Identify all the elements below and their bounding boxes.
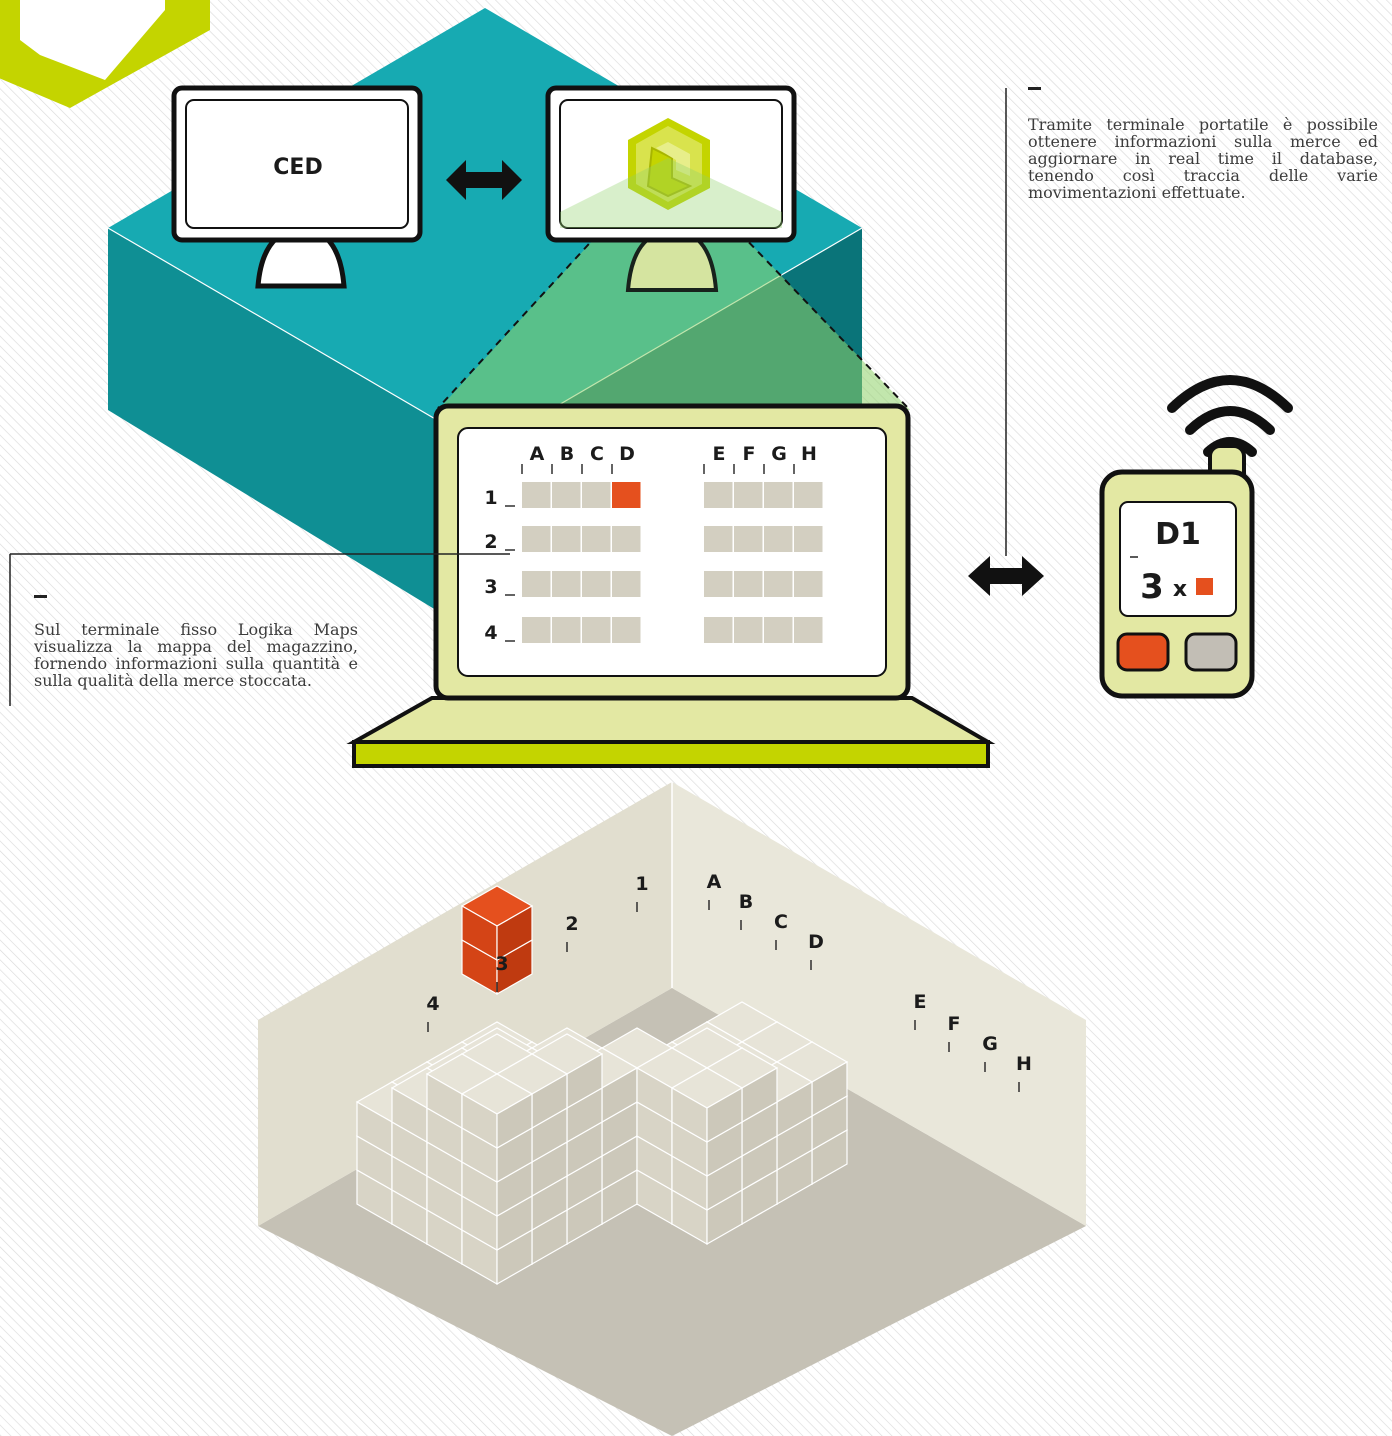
- handheld-quantity: 3: [1140, 567, 1164, 607]
- warehouse-row-label-1: 1: [635, 873, 648, 895]
- laptop-cell: [522, 526, 551, 552]
- hexagon-corner-icon: [0, 0, 210, 108]
- handheld-cancel-button[interactable]: [1184, 632, 1238, 672]
- handheld-confirm-button[interactable]: [1116, 632, 1170, 672]
- note-dash: [1028, 87, 1041, 90]
- laptop-col-label-G: G: [771, 443, 787, 465]
- terminal-double-arrow-icon: [968, 556, 1044, 596]
- laptop-cell: [734, 482, 763, 508]
- monitor-ced: CED: [171, 85, 423, 289]
- laptop-row-label-1: 1: [484, 487, 497, 509]
- laptop-col-label-H: H: [801, 443, 817, 465]
- laptop-cell: [704, 526, 733, 552]
- warehouse-col-label-G: G: [982, 1033, 998, 1055]
- laptop-row-label-4: 4: [484, 622, 497, 644]
- laptop-col-label-C: C: [590, 443, 604, 465]
- laptop-col-label-B: B: [560, 443, 574, 465]
- warehouse-col-label-A: A: [707, 871, 722, 893]
- laptop-cell: [764, 617, 793, 643]
- pallet: [496, 1092, 533, 1150]
- laptop-cell-selected: [612, 482, 641, 508]
- laptop-cell: [552, 526, 581, 552]
- laptop-cell: [764, 482, 793, 508]
- laptop-cell: [734, 571, 763, 597]
- laptop-cell: [582, 617, 611, 643]
- laptop-cell: [794, 526, 823, 552]
- laptop-cell: [612, 526, 641, 552]
- laptop-cell: [552, 571, 581, 597]
- leader-line-left: [9, 553, 510, 706]
- warehouse-col-label-F: F: [948, 1013, 961, 1035]
- laptop-cell: [794, 617, 823, 643]
- laptop-cell: [612, 617, 641, 643]
- laptop-col-label-A: A: [530, 443, 545, 465]
- monitor-ced-label: CED: [273, 155, 322, 180]
- laptop-cell: [764, 571, 793, 597]
- sync-double-arrow-icon: [446, 160, 522, 200]
- leader-line-right: [968, 88, 1044, 596]
- handheld-note: Tramite terminale portatile è possibile …: [1028, 115, 1378, 202]
- note-dash: [34, 595, 47, 598]
- laptop-cell: [582, 571, 611, 597]
- laptop-cell: [582, 482, 611, 508]
- warehouse-col-label-E: E: [914, 991, 927, 1013]
- warehouse-col-label-H: H: [1016, 1053, 1032, 1075]
- handheld-pallet-icon: [1196, 578, 1213, 595]
- laptop-cell: [522, 617, 551, 643]
- handheld-location: D1: [1155, 517, 1201, 552]
- laptop-cell: [794, 482, 823, 508]
- terminal-note: Sul terminale fisso Logika Maps visualiz…: [34, 620, 358, 690]
- handheld-terminal: D1 3 x: [1099, 375, 1293, 699]
- laptop-cell: [764, 526, 793, 552]
- laptop-col-label-D: D: [619, 443, 635, 465]
- handheld-multiplier: x: [1173, 577, 1187, 602]
- laptop-cell: [552, 482, 581, 508]
- laptop-col-label-F: F: [743, 443, 756, 465]
- warehouse-col-label-B: B: [739, 891, 753, 913]
- laptop-cell: [522, 571, 551, 597]
- laptop-cell: [612, 571, 641, 597]
- warehouse-row-label-3: 3: [495, 953, 508, 975]
- laptop-cell: [734, 526, 763, 552]
- warehouse-col-label-C: C: [774, 911, 788, 933]
- warehouse-shelving: [355, 885, 849, 1286]
- laptop-cell: [522, 482, 551, 508]
- pallet: [706, 1086, 743, 1144]
- logika-cube-logo-icon: [628, 118, 710, 210]
- warehouse-row-label-4: 4: [426, 993, 439, 1015]
- laptop-col-label-E: E: [713, 443, 726, 465]
- laptop-row-label-2: 2: [484, 531, 497, 553]
- laptop-cell: [794, 571, 823, 597]
- warehouse-col-label-D: D: [808, 931, 824, 953]
- laptop-cell: [704, 571, 733, 597]
- monitor-logika: [545, 85, 797, 292]
- selected-pallet: [496, 904, 533, 962]
- laptop-cell: [582, 526, 611, 552]
- laptop-cell: [552, 617, 581, 643]
- warehouse-row-label-2: 2: [565, 913, 578, 935]
- laptop-cell: [704, 617, 733, 643]
- laptop-cell: [734, 617, 763, 643]
- laptop-row-label-3: 3: [484, 576, 497, 598]
- laptop-cell: [704, 482, 733, 508]
